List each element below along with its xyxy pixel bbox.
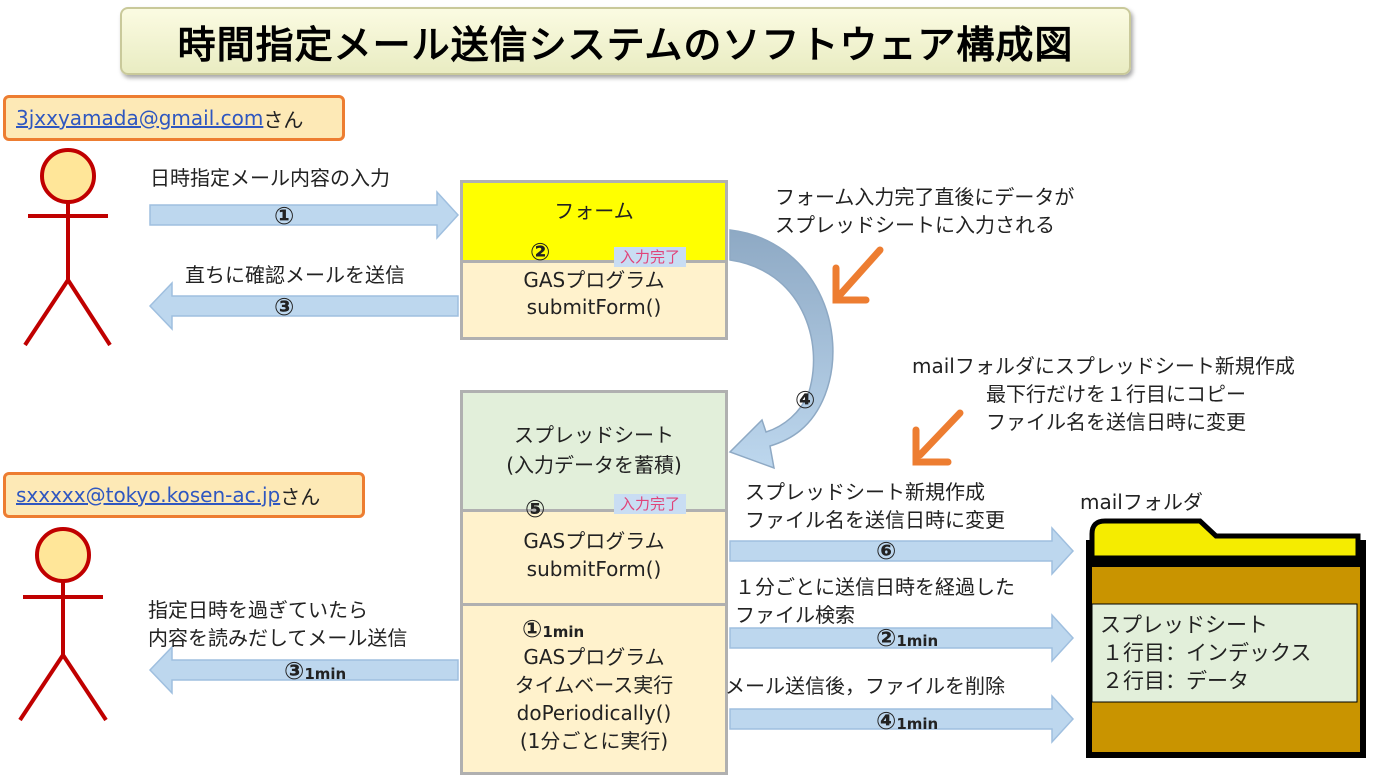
gas-mid-line1: GASプログラム: [523, 529, 665, 553]
gas-top-line2: submitForm(): [526, 295, 662, 319]
arrow-send-left: [148, 645, 459, 695]
user2-label: sxxxxx@tokyo.kosen-ac.jp さん: [3, 472, 365, 518]
arrow4-right: [729, 694, 1075, 744]
user1-email-link[interactable]: 3jxxyamada@gmail.com: [16, 106, 264, 130]
gas-mid-line2: submitForm(): [526, 557, 662, 581]
step5-marker: ⑤: [525, 495, 546, 523]
step1b-marker: ①1min: [522, 615, 585, 643]
step6-marker: ⑥: [876, 537, 897, 565]
curved-arrow-form-to-sheet: [728, 229, 834, 470]
spreadsheet-line2: (入力データを蓄積): [506, 453, 682, 477]
folder-sheet-title: スプレッドシート: [1100, 613, 1268, 637]
gas-tb-line2: タイムベース実行: [514, 673, 674, 697]
gas-top-line1: GASプログラム: [523, 268, 665, 292]
input-done-tag-2: 入力完了: [614, 494, 687, 514]
sheet-divider: [463, 509, 725, 512]
note-form-complete-2: スプレッドシートに入力される: [775, 213, 1055, 237]
gas-box-middle: GASプログラム submitForm(): [463, 527, 725, 583]
input-label: 日時指定メール内容の入力: [150, 166, 390, 190]
send-label-2: 内容を読みだしてメール送信: [148, 626, 408, 650]
arrow2-label-2: ファイル検索: [735, 603, 855, 627]
send-label-1: 指定日時を過ぎていたら: [148, 598, 368, 622]
arrow4-label: メール送信後，ファイルを削除: [725, 674, 1005, 698]
orange-pointer-arrow-1: [832, 246, 884, 304]
step3-marker: ③: [274, 293, 295, 321]
spreadsheet-box: スプレッドシート (入力データを蓄積): [463, 393, 725, 509]
gas-box-timebase: GASプログラム タイムベース実行 doPeriodically() (1分ごと…: [463, 643, 725, 755]
note-mail-folder-3: ファイル名を送信日時に変更: [986, 410, 1246, 434]
step3b-marker: ③1min: [284, 657, 347, 685]
arrow6-label-2: ファイル名を送信日時に変更: [745, 508, 1005, 532]
arrow-input-right: [149, 190, 460, 240]
arrow-confirm-left: [148, 281, 459, 331]
form-gas-group: フォーム GASプログラム submitForm(): [460, 180, 728, 340]
gas-tb-line3: doPeriodically(): [516, 701, 672, 725]
arrow6-right: [729, 526, 1075, 576]
user2-suffix: さん: [280, 484, 321, 509]
mail-folder-name: mailフォルダ: [1080, 490, 1203, 514]
input-done-tag-1: 入力完了: [614, 247, 687, 267]
arrow2-label-1: １分ごとに送信日時を経過した: [735, 575, 1015, 599]
step4b-marker: ④1min: [876, 707, 939, 735]
arrow6-label-1: スプレッドシート新規作成: [745, 480, 985, 504]
step1-marker: ①: [274, 202, 295, 230]
note-mail-folder-2: 最下行だけを１行目にコピー: [986, 382, 1246, 406]
form-label: フォーム: [554, 199, 634, 223]
user1-suffix: さん: [263, 107, 304, 132]
gas-tb-line1: GASプログラム: [523, 645, 665, 669]
arrow2-right: [729, 613, 1075, 663]
form-divider: [463, 260, 725, 263]
user2-email-link[interactable]: sxxxxx@tokyo.kosen-ac.jp: [16, 483, 281, 507]
confirm-label: 直ちに確認メールを送信: [185, 263, 405, 287]
step2-marker: ②: [530, 238, 551, 266]
folder-row1: １行目：インデックス: [1102, 641, 1312, 665]
step2b-marker: ②1min: [876, 624, 939, 652]
spreadsheet-line1: スプレッドシート: [514, 423, 674, 447]
gas-divider: [463, 603, 725, 606]
page-title: 時間指定メール送信システムのソフトウェア構成図: [120, 7, 1131, 75]
note-mail-folder-1: mailフォルダにスプレッドシート新規作成: [912, 354, 1295, 378]
mail-folder-icon: [1086, 518, 1366, 758]
orange-pointer-arrow-2: [912, 409, 964, 466]
user1-label: 3jxxyamada@gmail.com さん: [3, 95, 345, 141]
step4-marker: ④: [795, 386, 816, 414]
sheet-gas-stack: スプレッドシート (入力データを蓄積) GASプログラム submitForm(…: [460, 390, 728, 775]
user2-figure: [18, 527, 108, 722]
gas-tb-line4: (1分ごとに実行): [519, 729, 669, 753]
user1-figure: [23, 148, 112, 347]
folder-row2: ２行目：データ: [1102, 669, 1249, 693]
gas-box-top: GASプログラム submitForm(): [463, 267, 725, 321]
note-form-complete-1: フォーム入力完了直後にデータが: [775, 185, 1075, 209]
